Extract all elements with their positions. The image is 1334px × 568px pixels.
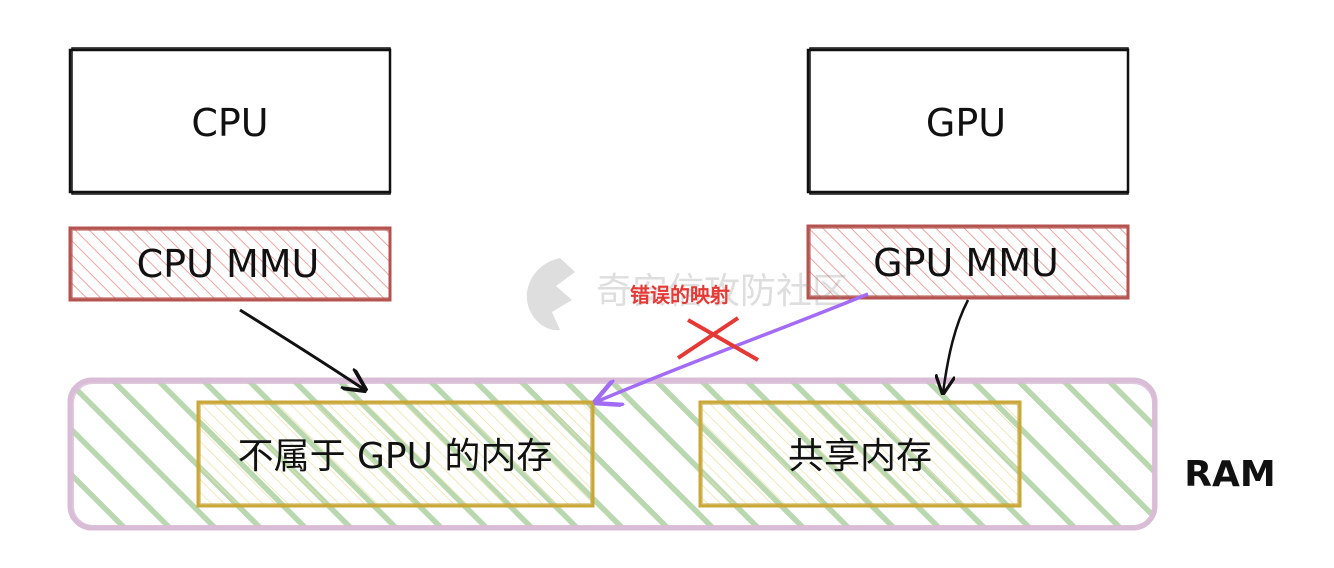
non-gpu-memory-node — [196, 400, 595, 508]
watermark-logo-icon — [526, 258, 575, 331]
gpu-mmu-node — [806, 224, 1130, 300]
shared-memory-label: 共享内存 — [788, 436, 932, 477]
non-gpu-memory-label: 不属于 GPU 的内存 — [238, 436, 553, 477]
cpu-mmu-to-memory-arrow — [239, 308, 365, 390]
cpu-label: CPU — [191, 101, 268, 145]
shared-memory-node — [698, 400, 1022, 508]
gpu-mmu-label: GPU MMU — [873, 241, 1059, 285]
gpu-label: GPU — [926, 101, 1006, 145]
watermark: 奇安信攻防社区 — [526, 258, 848, 331]
cpu-node — [68, 47, 392, 195]
wrong-mapping-cross-icon — [676, 316, 759, 362]
ram-label: RAM — [1184, 454, 1275, 495]
watermark-text: 奇安信攻防社区 — [596, 271, 848, 312]
wrong-mapping-label: 错误的映射 — [630, 283, 730, 307]
cpu-mmu-node — [68, 226, 392, 302]
gpu-mmu-to-shared-memory-arrow — [943, 299, 970, 393]
gpu-node — [806, 47, 1130, 195]
cpu-mmu-label: CPU MMU — [137, 242, 320, 286]
